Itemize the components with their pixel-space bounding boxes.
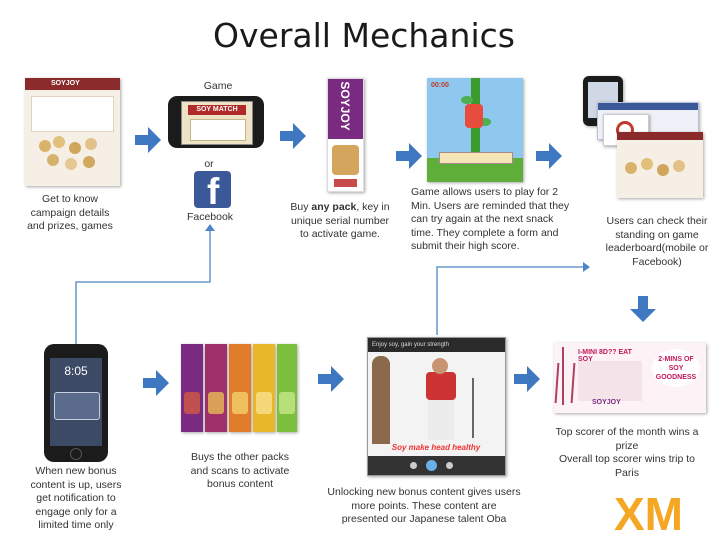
video-subtitle: Soy make head healthy — [391, 443, 481, 452]
caption-line: Get to know — [41, 193, 99, 205]
step4-caption: Game allows users to play for 2 Min. Use… — [411, 186, 571, 254]
caption-line: engage only for a — [35, 505, 117, 518]
xm-logo: XM — [614, 488, 683, 536]
prize-headline: I-MINI 8D?? EAT SOY — [578, 349, 632, 363]
phone-time: 8:05 — [64, 364, 88, 378]
pack-orange — [229, 344, 251, 432]
game-phone-thumbnail: SOY MATCH — [168, 96, 264, 148]
caption-line: Buy any pack, key in — [288, 201, 392, 215]
step6-caption: Top scorer of the month wins a prize Ove… — [548, 426, 706, 480]
caption-line: Min. Users are reminded that they — [411, 199, 570, 212]
caption-line: Top scorer of the month wins a — [555, 426, 699, 438]
bonus-video-thumbnail: Enjoy soy, gain your strength Soy make h… — [367, 337, 506, 476]
connector-to-facebook — [75, 230, 211, 345]
xm-logo-text: XM — [614, 488, 683, 536]
pack-red — [205, 344, 227, 432]
game-label: Game — [203, 80, 233, 92]
caption-line: standing on game — [615, 228, 699, 241]
caption-line: campaign details — [30, 206, 110, 219]
step1-caption: Get to know campaign details and prizes,… — [22, 193, 118, 234]
facebook-icon: f — [194, 171, 231, 208]
caption-line: leaderboard(mobile or — [605, 242, 709, 254]
caption-line: prize — [615, 439, 639, 452]
caption-line: content is up, users — [30, 478, 122, 491]
caption-line: Paris — [615, 466, 639, 479]
video-play-button[interactable] — [426, 460, 437, 471]
leaderboard-thumbnails — [583, 72, 703, 200]
prize-banner-thumbnail: I-MINI 8D?? EAT SOY 2-MINS OF SOY GOODNE… — [554, 343, 706, 413]
leaderboard-website — [617, 132, 703, 198]
game-phone-text: SOY MATCH — [188, 105, 246, 115]
video-forward-button[interactable] — [446, 462, 453, 469]
caption-line: presented our Japanese talent Oba — [341, 513, 507, 525]
caption-line: more points. These content are — [351, 499, 497, 512]
caption-line: bonus content — [207, 478, 273, 490]
website-logo: SOYJOY — [51, 80, 80, 87]
caption-line: to activate game. — [300, 228, 380, 240]
game-screen-thumbnail: 00:00 — [427, 78, 523, 182]
flow-arrow-right — [396, 143, 422, 169]
caption-line: unique serial number — [290, 214, 390, 227]
connector-to-leaderboard — [436, 266, 584, 335]
caption-line: limited time only — [38, 519, 114, 531]
flow-arrow-down — [630, 296, 656, 322]
notification-phone-thumbnail: 8:05 — [44, 344, 108, 462]
caption-line: Users can check their — [606, 215, 708, 227]
connector-arrowhead-facebook — [205, 224, 215, 231]
flow-arrow-right — [135, 127, 161, 153]
caption-line: Buys the other packs — [190, 451, 290, 463]
soyjoy-bar-pack: SOYJOY — [327, 78, 364, 192]
caption-line: Facebook) — [632, 255, 682, 268]
page-title: Overall Mechanics — [213, 16, 515, 55]
caption-line: When new bonus — [35, 465, 117, 477]
pack-yellow — [253, 344, 275, 432]
pack-purple — [181, 344, 203, 432]
caption-text: Buy — [290, 201, 312, 213]
caption-line: Unlocking new bonus content gives users — [327, 486, 521, 498]
step5-caption: Users can check their standing on game l… — [594, 215, 720, 269]
or-label: or — [204, 158, 214, 170]
flow-arrow-right — [514, 366, 540, 392]
facebook-label: Facebook — [186, 211, 234, 223]
step7-caption: Unlocking new bonus content gives users … — [326, 486, 522, 527]
prize-logo: SOYJOY — [592, 399, 621, 406]
flow-arrow-right — [318, 366, 344, 392]
game-score: 00:00 — [431, 82, 449, 89]
bar-brand: SOYJOY — [338, 81, 352, 131]
caption-line: submit their high score. — [411, 240, 520, 252]
other-packs-thumbnail — [181, 344, 297, 434]
caption-emphasis: any pack — [311, 201, 357, 213]
caption-text: , key in — [356, 201, 390, 213]
flow-arrow-right — [143, 370, 169, 396]
caption-line: Overall top scorer wins trip to — [559, 453, 695, 465]
pack-green — [277, 344, 297, 432]
caption-line: get notification to — [36, 492, 116, 504]
campaign-website-thumbnail: SOYJOY — [25, 78, 120, 186]
caption-line: and prizes, games — [27, 220, 113, 232]
connector-arrowhead-leaderboard — [583, 262, 590, 272]
flow-arrow-right — [280, 123, 306, 149]
caption-line: time. They complete a form and — [411, 226, 559, 239]
video-rewind-button[interactable] — [410, 462, 417, 469]
caption-line: and scans to activate — [190, 464, 290, 477]
step8-caption: Buys the other packs and scans to activa… — [183, 451, 297, 492]
caption-line: can try again at the next snack — [411, 213, 554, 225]
prize-badge: 2-MINS OF SOY GOODNESS — [652, 349, 700, 387]
caption-line: Game allows users to play for 2 — [411, 186, 559, 198]
video-title: Enjoy soy, gain your strength — [368, 338, 505, 352]
step3-caption: Buy any pack, key in unique serial numbe… — [288, 201, 392, 242]
step9-caption: When new bonus content is up, users get … — [30, 465, 122, 533]
flow-arrow-right — [536, 143, 562, 169]
